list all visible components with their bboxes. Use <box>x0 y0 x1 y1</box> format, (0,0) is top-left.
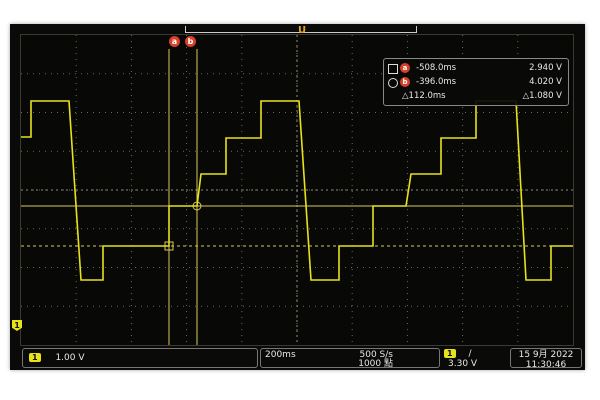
record-length: 1000 點 <box>358 359 393 369</box>
trigger-channel-badge: 1 <box>444 349 456 358</box>
channel-1-scale-box[interactable]: 1 1.00 V <box>22 348 258 368</box>
cursor-b-badge: b <box>400 77 410 87</box>
cursor-b-tag[interactable]: b <box>185 36 196 47</box>
trigger-level: 3.30 V <box>448 359 478 369</box>
cursor-delta-row: △112.0ms △1.080 V <box>388 90 568 103</box>
cursor-b-voltage: 4.020 V <box>529 77 562 87</box>
cursor-a-time: -508.0ms <box>416 63 457 73</box>
status-bar: 1 1.00 V 200ms 500 S/s 1000 點 1 / 3.30 V… <box>10 348 585 370</box>
cursor-a-tag[interactable]: a <box>169 36 180 47</box>
trigger-position-marker[interactable]: U <box>298 25 307 36</box>
timebase: 200ms <box>265 350 296 360</box>
date: 15 9月 2022 <box>518 350 574 360</box>
date-time-box: 15 9月 2022 11:30:46 <box>510 348 582 370</box>
cursor-a-voltage: 2.940 V <box>529 63 562 73</box>
channel-1-waveform <box>21 100 573 281</box>
waveform-canvas <box>21 35 573 345</box>
channel-1-trace <box>21 100 573 281</box>
record-position-indicator <box>185 26 417 33</box>
cursor-delta-time: △112.0ms <box>402 91 446 101</box>
cursor-delta-voltage: △1.080 V <box>522 91 562 101</box>
sample-rate: 500 S/s <box>359 350 393 360</box>
trigger-box[interactable]: 1 / 3.30 V <box>442 348 506 369</box>
cursor-a-badge: a <box>400 63 410 73</box>
channel-1-badge: 1 <box>29 353 41 362</box>
cursor-a-row: a -508.0ms 2.940 V <box>388 62 568 75</box>
circle-marker-icon <box>388 78 398 88</box>
cursor-b-time: -396.0ms <box>416 77 457 87</box>
cursor-readout-panel: a -508.0ms 2.940 V b -396.0ms 4.020 V △1… <box>383 58 569 106</box>
horizontal-box[interactable]: 200ms 500 S/s 1000 點 <box>260 348 440 369</box>
trigger-slope-icon: / <box>468 349 472 359</box>
graticule-grid <box>21 35 573 345</box>
channel-1-scale: 1.00 V <box>55 353 85 363</box>
oscilloscope-display: U a b a -508.0ms 2.940 V b -396.0ms 4.02… <box>10 24 585 370</box>
square-marker-icon <box>388 64 398 74</box>
time: 11:30:46 <box>525 360 567 370</box>
channel-1-ground-marker[interactable]: 1 <box>12 320 22 331</box>
cursor-b-row: b -396.0ms 4.020 V <box>388 76 568 89</box>
waveform-graticule[interactable]: a b a -508.0ms 2.940 V b -396.0ms 4.020 … <box>20 34 574 346</box>
